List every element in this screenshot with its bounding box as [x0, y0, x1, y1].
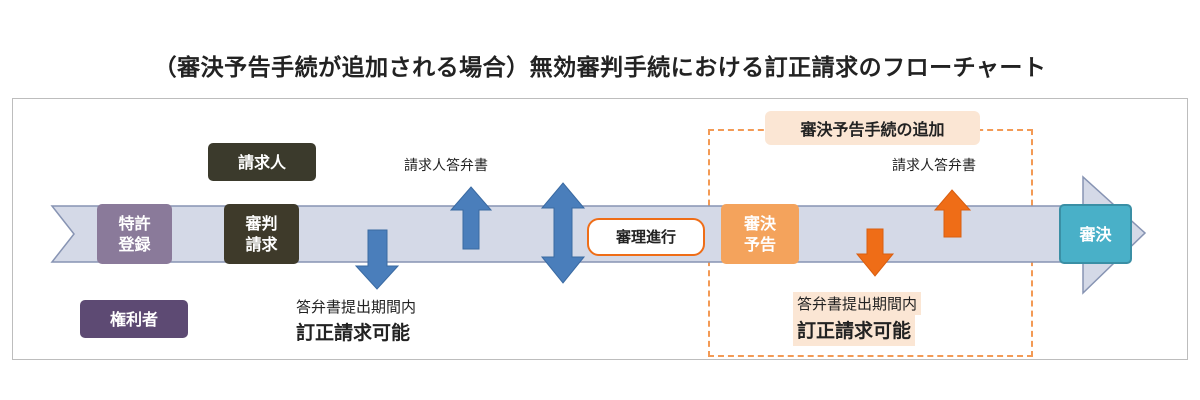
- patent-registration-node: 特許 登録: [97, 204, 172, 264]
- trial-decision-node: 審決: [1059, 204, 1132, 264]
- correction-possible-label-2: 訂正請求可能: [793, 315, 916, 346]
- trial-proceeding-node: 審理進行: [587, 218, 705, 256]
- orange-up-arrow: [933, 189, 972, 238]
- response-period-label-2: 答弁書提出期間内: [793, 292, 922, 315]
- blue-up-arrow: [449, 186, 493, 250]
- advance-notice-addition-label: 審決予告手続の追加: [765, 111, 980, 145]
- trial-request-node: 審判 請求: [224, 204, 299, 264]
- orange-down-arrow: [855, 228, 895, 277]
- advance-notice-node: 審決 予告: [721, 204, 799, 264]
- response-period-label-1: 答弁書提出期間内: [296, 298, 417, 316]
- page-title: （審決予告手続が追加される場合）無効審判手続における訂正請求のフローチャート: [153, 55, 1047, 81]
- blue-down-arrow: [354, 229, 400, 290]
- demandant-response-label-2: 請求人答弁書: [892, 158, 976, 174]
- correction-possible-label-1: 訂正請求可能: [296, 322, 411, 344]
- demandant-response-label-1: 請求人答弁書: [404, 158, 488, 174]
- blue-double-arrow: [540, 182, 586, 284]
- demandant-label: 請求人: [208, 143, 316, 181]
- rights-holder-label: 権利者: [80, 300, 188, 338]
- diagram-frame: [12, 98, 1188, 360]
